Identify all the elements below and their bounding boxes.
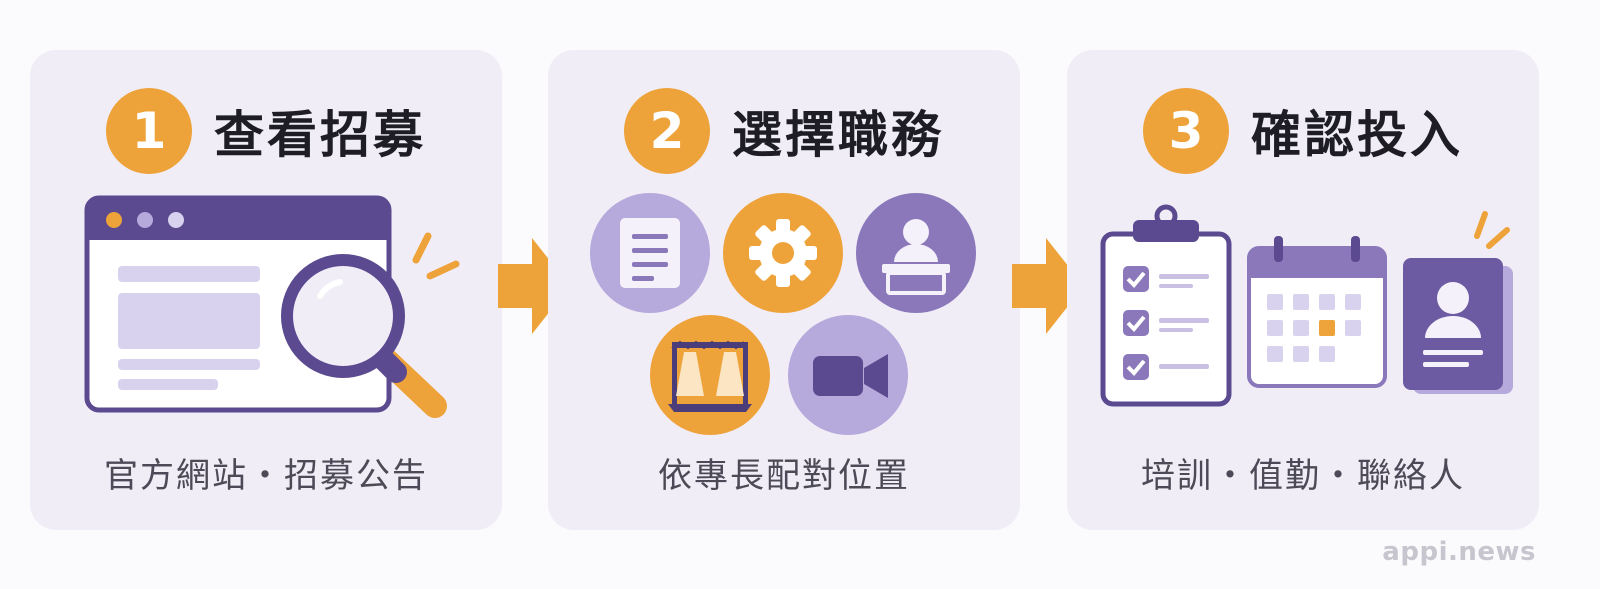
step-caption-1: 官方網站・招募公告 — [104, 456, 428, 496]
step-header-1: 1 查看招募 — [30, 88, 502, 174]
confirmation-illustration — [1100, 204, 1513, 407]
step-card-1: 1 查看招募 官方網站・招募公告 — [30, 50, 502, 530]
magnifier-icon — [281, 254, 447, 418]
video-camera-role-icon — [788, 315, 908, 435]
step-header-3: 3 確認投入 — [1067, 88, 1539, 174]
step-caption-3: 培訓・值勤・聯絡人 — [1141, 456, 1465, 496]
browser-search-illustration — [84, 195, 460, 418]
gear-role-icon — [723, 193, 843, 313]
reception-role-icon — [856, 193, 976, 313]
sparkle-icon — [412, 232, 460, 280]
step-title-1: 查看招募 — [214, 106, 426, 164]
document-role-icon — [590, 193, 710, 313]
clipboard-checklist-icon — [1100, 204, 1232, 407]
step-number-badge-3: 3 — [1143, 88, 1229, 174]
step-number-badge-2: 2 — [624, 88, 710, 174]
stage-role-icon — [650, 315, 770, 435]
step-header-2: 2 選擇職務 — [548, 88, 1020, 174]
sparkle-icon — [1474, 211, 1510, 249]
arrow-right-icon-2 — [1012, 238, 1084, 334]
role-options-illustration — [590, 193, 976, 435]
calendar-icon — [1247, 236, 1387, 388]
step-number-badge-1: 1 — [106, 88, 192, 174]
step-title-3: 確認投入 — [1251, 106, 1463, 164]
step-caption-2: 依專長配對位置 — [658, 456, 910, 496]
step-title-2: 選擇職務 — [732, 106, 944, 164]
contact-card-icon — [1403, 258, 1513, 394]
arrow-right-icon-1 — [498, 238, 570, 334]
step-card-2: 2 選擇職務 — [548, 50, 1020, 530]
watermark-text: appi.news — [1382, 537, 1536, 567]
step-card-3: 3 確認投入 — [1067, 50, 1539, 530]
